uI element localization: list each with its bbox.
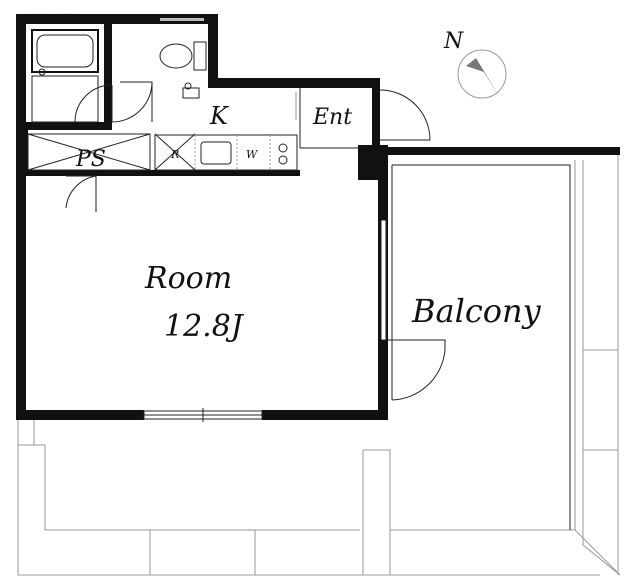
kitchen-counter bbox=[154, 87, 298, 171]
room-size-label: 12.8J bbox=[164, 309, 245, 344]
room-door-swing bbox=[65, 175, 97, 212]
pipe-space-label: PS bbox=[75, 147, 106, 172]
terrace-outline bbox=[17, 155, 621, 576]
washer-label: W bbox=[246, 148, 259, 161]
bath-door-swing bbox=[74, 84, 113, 123]
entrance-label: Ent bbox=[312, 105, 352, 130]
entrance bbox=[295, 88, 431, 149]
toilet bbox=[111, 18, 207, 123]
fridge-label: R bbox=[170, 148, 179, 161]
upper-walls bbox=[16, 14, 380, 176]
room-walls bbox=[16, 18, 388, 422]
shower-area bbox=[31, 75, 99, 123]
balcony-area bbox=[384, 147, 620, 530]
room-label: Room bbox=[144, 261, 232, 296]
balcony-label: Balcony bbox=[411, 292, 542, 330]
kitchen-label: K bbox=[209, 102, 230, 130]
compass-north-label: N bbox=[443, 29, 464, 54]
compass-icon bbox=[457, 49, 507, 99]
bathtub bbox=[31, 29, 99, 76]
pipe-space bbox=[27, 133, 196, 171]
